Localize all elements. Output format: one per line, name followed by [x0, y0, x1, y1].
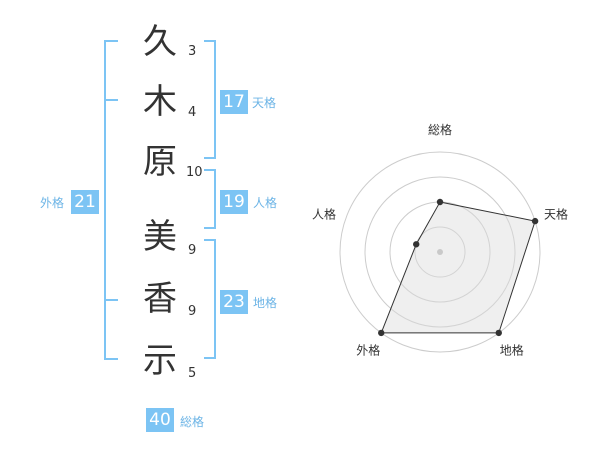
chikaku-value-badge: 23	[220, 290, 248, 314]
surname-char-3: 原	[143, 142, 177, 182]
stroke-count-6: 5	[188, 366, 197, 381]
jinkaku-bracket	[204, 169, 216, 229]
radar-center-dot	[437, 249, 443, 255]
gaikaku-bracket-tick	[104, 99, 118, 101]
gaikaku-bracket-tick	[104, 299, 118, 301]
gaikaku-value-badge: 21	[71, 190, 99, 214]
gaikaku-label: 外格	[40, 196, 65, 210]
stroke-count-5: 9	[188, 304, 197, 319]
gaikaku-bracket	[104, 40, 118, 360]
radar-series-polygon	[380, 201, 536, 334]
radar-axis-label-1: 総格	[428, 122, 452, 137]
radar-point-3	[495, 329, 502, 337]
stroke-count-3: 10	[186, 165, 203, 180]
chikaku-bracket	[204, 239, 216, 359]
soukaku-label: 総格	[180, 415, 205, 429]
radar-ring	[414, 226, 466, 278]
tenkaku-bracket	[204, 40, 216, 159]
radar-axis-label-2: 天格	[544, 206, 568, 221]
given-char-2: 香	[143, 279, 177, 319]
radar-axis-label-5: 人格	[312, 206, 336, 221]
tenkaku-label: 天格	[252, 96, 277, 110]
tenkaku-value-badge: 17	[220, 90, 248, 114]
given-char-1: 美	[143, 217, 177, 257]
soukaku-value-badge: 40	[146, 408, 174, 432]
radar-ring	[364, 176, 516, 328]
radar-axis-label-4: 外格	[356, 343, 380, 358]
jinkaku-label: 人格	[253, 196, 278, 210]
radar-ring	[339, 151, 541, 353]
radar-axis-label-3: 地格	[500, 343, 524, 358]
radar-point-1	[436, 198, 444, 206]
surname-char-2: 木	[143, 82, 177, 122]
stroke-count-1: 3	[188, 44, 197, 59]
jinkaku-value-badge: 19	[220, 190, 248, 214]
surname-char-1: 久	[143, 22, 177, 62]
chikaku-label: 地格	[253, 296, 278, 310]
given-char-3: 示	[143, 341, 177, 381]
radar-point-5	[413, 241, 420, 248]
stroke-count-2: 4	[188, 105, 197, 120]
radar-point-2	[531, 217, 539, 225]
stroke-count-4: 9	[188, 243, 197, 258]
radar-point-4	[378, 329, 385, 337]
